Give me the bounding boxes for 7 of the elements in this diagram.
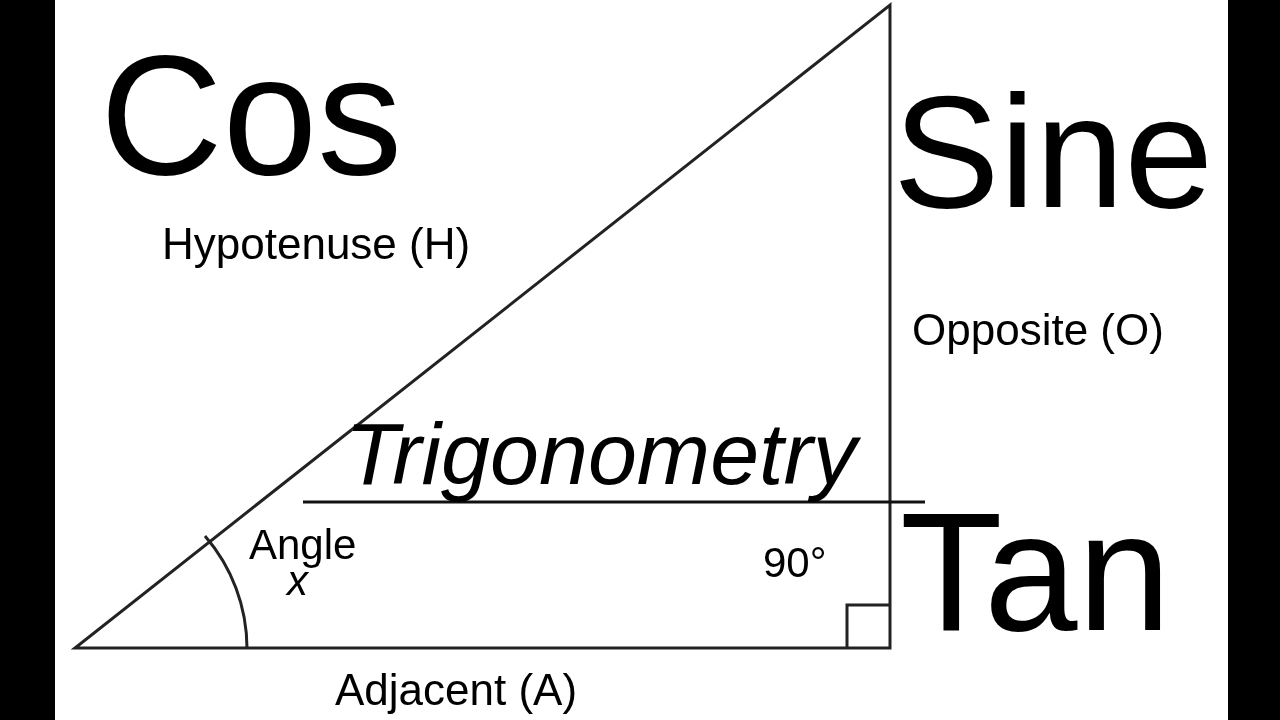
right-angle-label: 90°: [763, 542, 827, 584]
opposite-label: Opposite (O): [912, 308, 1164, 352]
adjacent-label: Adjacent (A): [335, 668, 578, 712]
hypotenuse-label: Hypotenuse (H): [162, 222, 471, 266]
sine-label: Sine: [893, 72, 1214, 232]
cosine-label: Cos: [100, 30, 403, 200]
tangent-label: Tan: [900, 488, 1171, 656]
